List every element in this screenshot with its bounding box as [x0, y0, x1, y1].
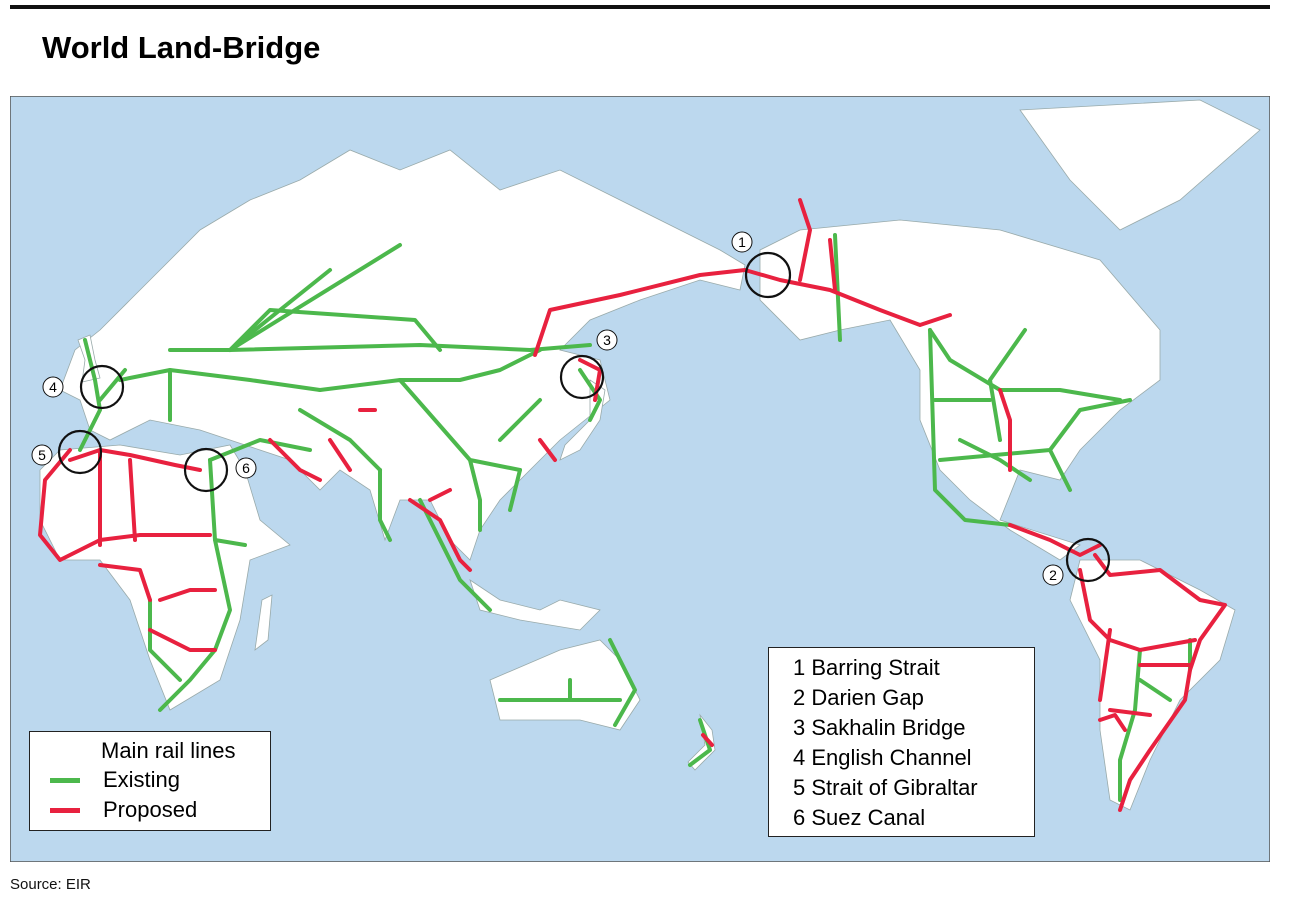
crossing-circle-6	[183, 447, 229, 493]
proposed-line	[98, 563, 152, 602]
existing-line	[398, 348, 542, 382]
existing-swatch	[50, 777, 80, 783]
legend-item-proposed: Proposed	[50, 797, 197, 823]
greenland	[1019, 99, 1261, 231]
existing-line	[158, 458, 232, 712]
existing-line	[78, 338, 102, 452]
key-item: 6 Suez Canal	[793, 805, 926, 830]
proposed-line	[828, 238, 837, 292]
crossing-circle-4	[79, 364, 125, 410]
legend-label: Existing	[103, 767, 181, 792]
legend-item-existing: Existing	[50, 767, 180, 793]
proposed-line	[1093, 553, 1227, 812]
crossing-marker-2: 2	[1042, 564, 1064, 586]
existing-line	[928, 328, 1012, 527]
north-america	[759, 219, 1161, 561]
legend-label: Proposed	[103, 797, 198, 822]
source-note: Source: EIR	[10, 876, 91, 893]
crossing-marker-3: 3	[596, 329, 618, 351]
crossing-marker-6: 6	[235, 457, 257, 479]
existing-line	[298, 408, 382, 472]
africa	[39, 444, 291, 711]
proposed-swatch	[50, 807, 80, 813]
proposed-line	[1098, 713, 1127, 732]
existing-line	[1048, 448, 1072, 492]
crossing-circle-2	[1065, 537, 1111, 583]
existing-line	[168, 343, 592, 352]
new-zealand	[687, 713, 716, 771]
existing-line	[958, 438, 1032, 482]
madagascar	[254, 594, 273, 651]
crossings-key: 1 Barring Strait 2 Darien Gap 3 Sakhalin…	[768, 647, 1035, 837]
indonesia	[469, 579, 601, 631]
existing-line	[468, 458, 482, 532]
south-america	[1069, 559, 1236, 811]
crossing-marker-5: 5	[31, 444, 53, 466]
existing-line	[608, 638, 637, 727]
crossing-circle-5	[57, 429, 103, 475]
existing-line	[228, 243, 402, 352]
proposed-line	[798, 198, 812, 282]
existing-line	[318, 378, 522, 472]
existing-line	[378, 468, 392, 542]
proposed-line	[428, 488, 452, 502]
svg-text:2: 2	[1049, 567, 1057, 583]
top-rule	[10, 5, 1270, 9]
existing-line	[688, 718, 712, 767]
proposed-line	[578, 358, 602, 402]
existing-lines	[78, 233, 1192, 802]
existing-line	[213, 538, 247, 547]
existing-line	[508, 468, 522, 512]
existing-line	[988, 328, 1027, 442]
proposed-line	[1098, 628, 1112, 702]
key-item: 5 Strait of Gibraltar	[793, 775, 978, 800]
existing-line	[1138, 678, 1172, 702]
existing-line	[118, 368, 322, 392]
key-item: 1 Barring Strait	[793, 655, 940, 680]
existing-line	[938, 398, 1132, 462]
proposed-line	[128, 458, 137, 542]
existing-line	[418, 498, 492, 612]
crossing-marker-1: 1	[731, 231, 753, 253]
proposed-line	[328, 438, 352, 472]
proposed-lines	[38, 198, 1227, 812]
proposed-line	[148, 628, 217, 652]
existing-line	[98, 368, 127, 402]
proposed-line	[158, 588, 217, 602]
key-item: 3 Sakhalin Bridge	[793, 715, 966, 740]
existing-line	[498, 398, 542, 442]
existing-line	[208, 438, 312, 462]
svg-text:6: 6	[242, 460, 250, 476]
proposed-line	[1008, 523, 1102, 557]
legend-heading: Main rail lines	[101, 738, 236, 763]
existing-line	[148, 598, 182, 682]
proposed-line	[68, 448, 202, 472]
map-title: World Land-Bridge	[42, 30, 321, 65]
key-item: 4 English Channel	[793, 745, 972, 770]
proposed-line	[538, 438, 557, 462]
key-item: 2 Darien Gap	[793, 685, 924, 710]
existing-line	[833, 233, 842, 342]
proposed-line	[998, 388, 1012, 472]
crossing-circle-3	[559, 354, 605, 400]
crossing-circle-1	[744, 251, 792, 299]
proposed-line	[408, 498, 472, 572]
eurasia	[59, 149, 746, 561]
rail-legend: Main rail lines Existing Proposed	[29, 731, 271, 831]
australia	[489, 639, 641, 731]
svg-text:3: 3	[603, 332, 611, 348]
svg-text:4: 4	[49, 379, 57, 395]
proposed-line	[268, 438, 322, 482]
svg-text:5: 5	[38, 447, 46, 463]
proposed-line	[701, 733, 714, 747]
proposed-line	[533, 268, 952, 357]
svg-text:1: 1	[738, 234, 746, 250]
proposed-line	[1108, 708, 1152, 717]
proposed-line	[38, 448, 212, 562]
existing-line	[578, 368, 602, 422]
crossing-marker-4: 4	[42, 376, 64, 398]
existing-line	[228, 308, 442, 352]
existing-line	[1118, 648, 1142, 802]
